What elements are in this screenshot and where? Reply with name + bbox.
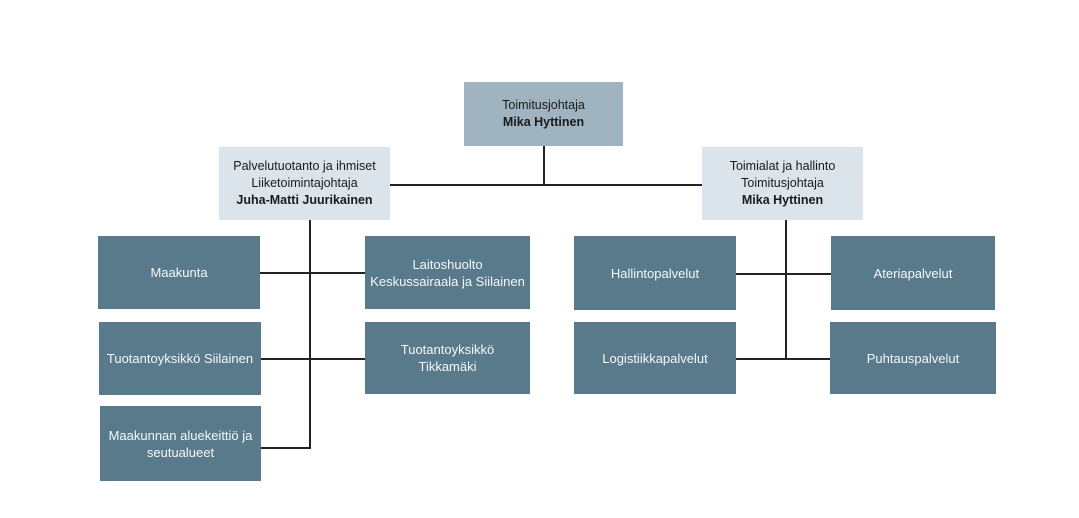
division-left-unit: Palvelutuotanto ja ihmiset <box>233 159 376 173</box>
connector-left-row1 <box>260 272 365 274</box>
org-node-logistiikkapalvelut: Logistiikkapalvelut <box>574 322 736 394</box>
unit-label: Tuotantoyksikkö Siilainen <box>106 351 254 366</box>
ceo-name: Mika Hyttinen <box>502 115 585 129</box>
unit-label: Logistiikkapalvelut <box>602 350 708 366</box>
org-node-maakunta: Maakunta <box>98 236 260 309</box>
division-left-title: Liiketoimintajohtaja <box>251 176 358 190</box>
org-node-ceo: Toimitusjohtaja Mika Hyttinen <box>464 82 623 146</box>
unit-label: Puhtauspalvelut <box>866 350 960 366</box>
connector-divisions-horizontal <box>390 184 702 186</box>
division-right-title: Toimitusjohtaja <box>741 176 824 190</box>
unit-label-2: Tikkamäki <box>418 359 477 374</box>
connector-right-row1 <box>736 273 831 275</box>
unit-label: Ateriapalvelut <box>873 265 953 281</box>
division-left-name: Juha-Matti Juurikainen <box>236 193 373 207</box>
org-node-maakunnan-aluekeittio: Maakunnan aluekeittiö ja seutualueet <box>100 406 261 481</box>
org-node-laitoshuolto: Laitoshuolto Keskussairaala ja Siilainen <box>365 236 530 309</box>
unit-label: Maakunnan aluekeittiö ja <box>108 427 253 443</box>
org-node-division-right: Toimialat ja hallinto Toimitusjohtaja Mi… <box>702 147 863 220</box>
org-node-tuotantoyksikko-siilainen: Tuotantoyksikkö Siilainen <box>99 322 261 395</box>
unit-label-2: Keskussairaala ja Siilainen <box>370 273 525 289</box>
org-node-division-left: Palvelutuotanto ja ihmiset Liiketoiminta… <box>219 147 390 220</box>
division-right-unit: Toimialat ja hallinto <box>729 159 836 173</box>
unit-label: Laitoshuolto <box>412 256 483 272</box>
connector-left-row3 <box>261 447 311 449</box>
connector-left-row2 <box>261 358 365 360</box>
unit-label: Maakunta <box>150 265 208 280</box>
connector-right-division-down <box>785 220 787 360</box>
connector-ceo-down <box>543 146 545 185</box>
unit-label: Hallintopalvelut <box>610 265 700 281</box>
unit-label: Tuotantoyksikkö <box>400 342 495 357</box>
connector-right-row2 <box>735 358 830 360</box>
connector-left-division-down <box>309 220 311 448</box>
ceo-title: Toimitusjohtaja <box>502 98 585 112</box>
org-node-ateriapalvelut: Ateriapalvelut <box>831 236 995 310</box>
division-right-name: Mika Hyttinen <box>741 193 824 207</box>
org-node-tuotantoyksikko-tikkamaki: Tuotantoyksikkö Tikkamäki <box>365 322 530 394</box>
org-node-hallintopalvelut: Hallintopalvelut <box>574 236 736 310</box>
unit-label-2: seutualueet <box>146 444 215 460</box>
org-node-puhtauspalvelut: Puhtauspalvelut <box>830 322 996 394</box>
